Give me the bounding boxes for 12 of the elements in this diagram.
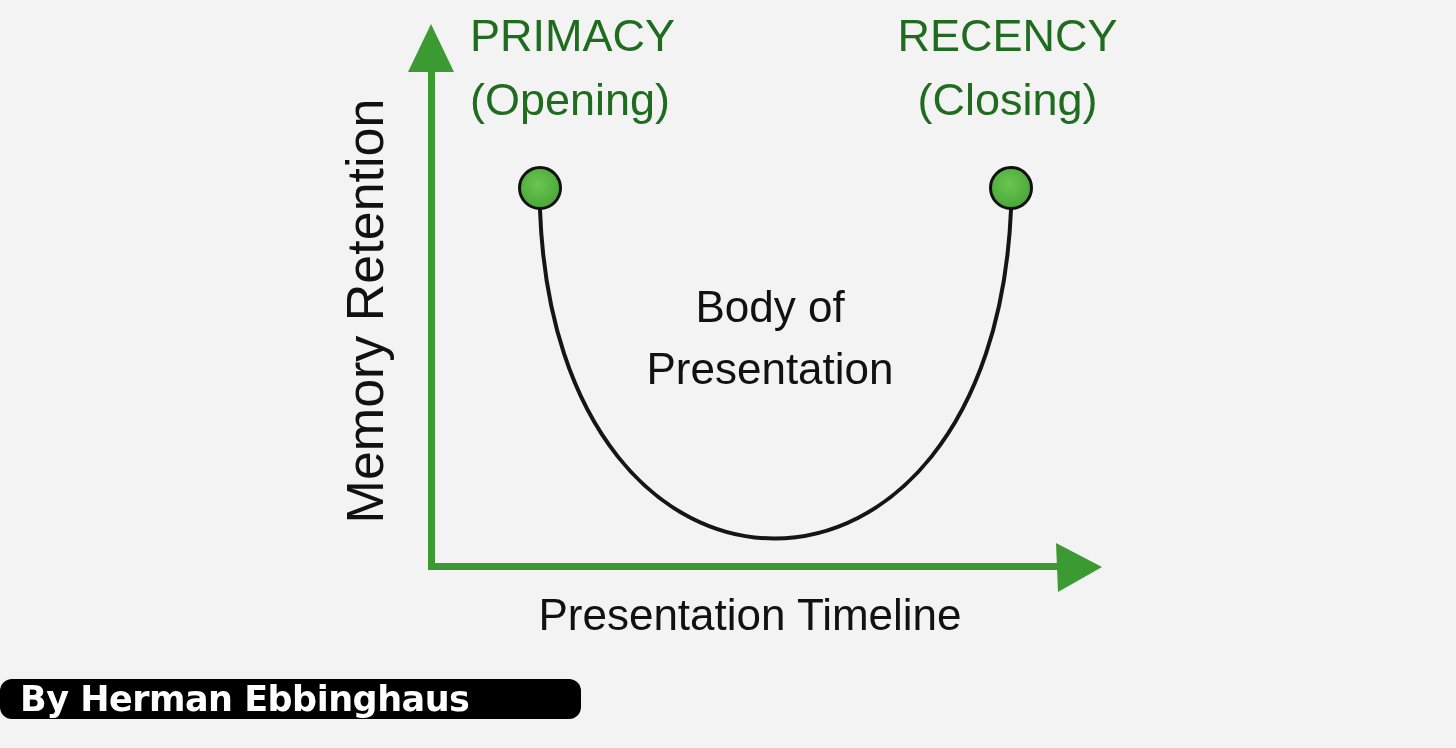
point-subheading: (Opening): [470, 73, 671, 127]
point-heading: RECENCY: [897, 9, 1118, 63]
x-axis-title: Presentation Timeline: [538, 589, 962, 641]
point-heading: PRIMACY: [470, 9, 676, 63]
credit-text: By Herman Ebbinghaus: [20, 681, 470, 717]
credit-banner: [0, 679, 581, 719]
curve-annotation: Body of Presentation: [645, 281, 895, 395]
dot-marker-icon: [989, 166, 1033, 210]
dot-marker-icon: [518, 166, 562, 210]
point-subheading: (Closing): [917, 73, 1098, 127]
y-axis-title: Memory Retention: [336, 98, 394, 524]
u-curve: [538, 208, 1013, 541]
